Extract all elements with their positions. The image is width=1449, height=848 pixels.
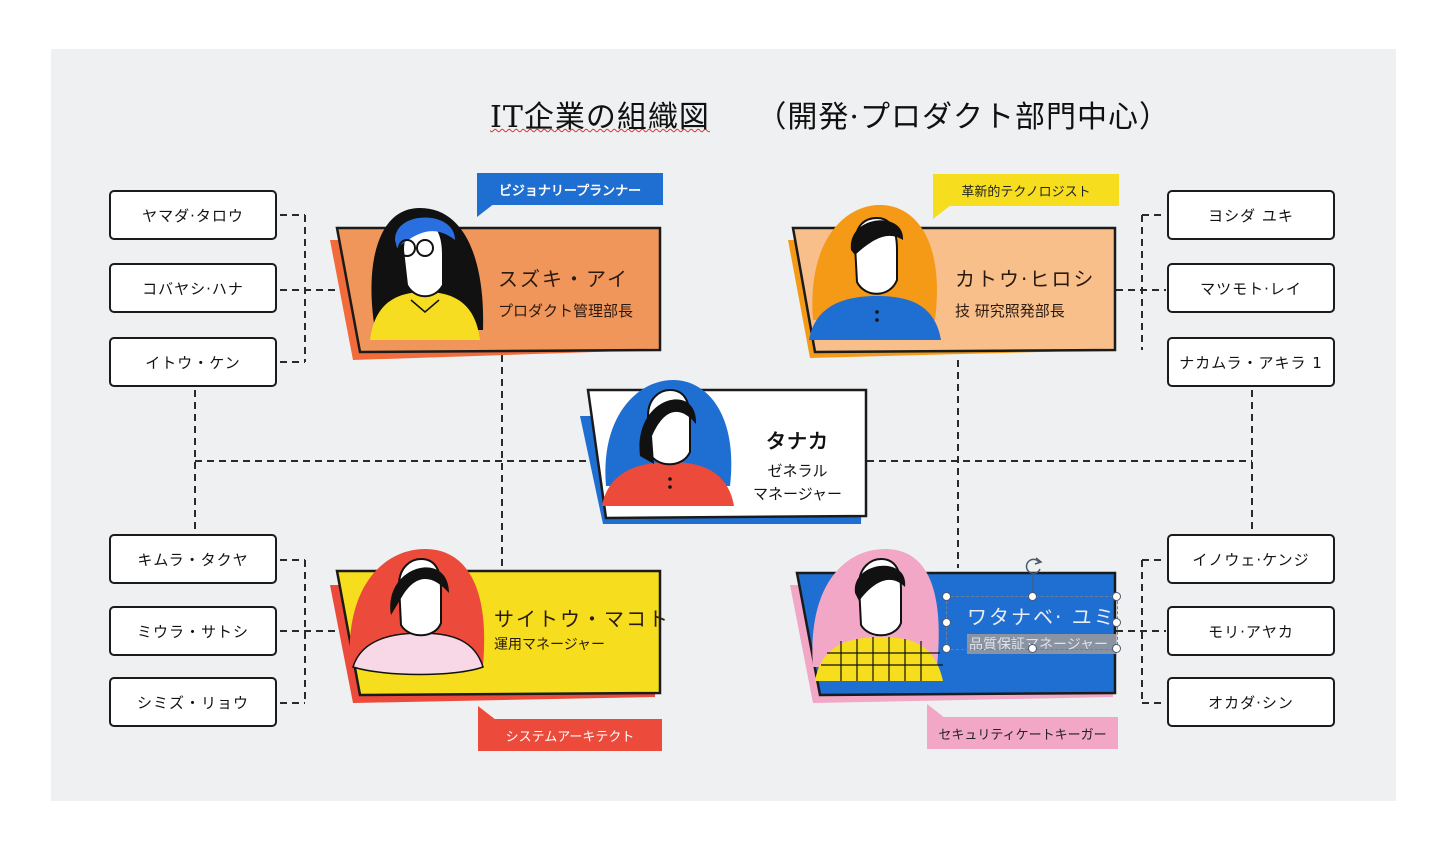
manager-role: プロダクト管理部長 [498, 302, 634, 320]
page-title: IT企業の組織図 （開発·プロダクト部門中心） [490, 92, 1170, 136]
text-selection-box[interactable] [946, 596, 1118, 650]
manager-name: スズキ・アイ [498, 267, 629, 291]
center-role-2: マネージャー [753, 485, 842, 503]
manager-card-bottom-right[interactable] [785, 545, 1130, 710]
member-name: イトウ・ケン [145, 353, 241, 372]
manager-card-top-left[interactable] [325, 200, 670, 365]
manager-role: 技 研究照発部長 [955, 302, 1065, 320]
member-box-top-left-3[interactable]: イトウ・ケン [109, 337, 277, 387]
manager-name: ワタナベ· ユミ [967, 605, 1116, 629]
tag-top-left: ビジョナリープランナー [477, 173, 663, 205]
tag-tail [477, 203, 495, 217]
member-box-bottom-left-1[interactable]: キムラ・タクヤ [109, 534, 277, 584]
manager-text-top-left: スズキ・アイ プロダクト管理部長 [498, 263, 633, 321]
member-box-top-right-2[interactable]: マツモト·レイ [1167, 263, 1335, 313]
resize-handle[interactable] [1028, 592, 1037, 601]
member-box-bottom-right-1[interactable]: イノウェ·ケンジ [1167, 534, 1335, 584]
title-sub: （開発·プロダクト部門中心） [756, 100, 1170, 135]
member-name: シミズ・リョウ [136, 693, 249, 712]
member-box-top-right-3[interactable]: ナカムラ・アキラ 1 [1167, 337, 1335, 387]
tag-top-right: 革新的テクノロジスト [933, 174, 1119, 206]
center-role-1: ゼネラル [767, 462, 828, 480]
manager-name: カトウ·ヒロシ [955, 267, 1096, 291]
member-name: ヨシダ ユキ [1208, 206, 1294, 225]
manager-name: サイトウ・マコト [494, 607, 670, 631]
tag-label: セキュリティケートキーガー [938, 727, 1107, 743]
member-name: キムラ・タクヤ [137, 550, 249, 569]
member-box-top-left-2[interactable]: コバヤシ·ハナ [109, 263, 277, 313]
resize-handle[interactable] [942, 592, 951, 601]
member-name: コバヤシ·ハナ [142, 279, 244, 298]
resize-handle[interactable] [1028, 644, 1037, 653]
resize-handle[interactable] [1112, 592, 1121, 601]
member-box-bottom-right-3[interactable]: オカダ·シン [1167, 677, 1335, 727]
member-name: モリ·アヤカ [1208, 622, 1294, 641]
avatar-center [602, 380, 734, 506]
tag-tail [933, 205, 951, 219]
member-box-top-left-1[interactable]: ヤマダ·タロウ [109, 190, 277, 240]
manager-card-center[interactable] [578, 376, 873, 528]
member-box-bottom-left-3[interactable]: シミズ・リョウ [109, 677, 277, 727]
resize-handle[interactable] [942, 618, 951, 627]
member-box-top-right-1[interactable]: ヨシダ ユキ [1167, 190, 1335, 240]
rotate-handle-icon[interactable] [1020, 553, 1046, 593]
center-name: タナカ [766, 429, 829, 453]
avatar-top-right [809, 205, 941, 340]
manager-text-bottom-left: サイトウ・マコト 運用マネージャー [494, 603, 670, 654]
tag-bottom-left: システムアーキテクト [478, 719, 662, 751]
tag-label: 革新的テクノロジスト [961, 184, 1091, 200]
member-name: マツモト·レイ [1200, 279, 1302, 298]
resize-handle[interactable] [1112, 644, 1121, 653]
center-text: タナカ ゼネラル マネージャー [740, 425, 855, 504]
avatar-bottom-left [349, 549, 485, 676]
avatar-bottom-right [812, 549, 943, 681]
manager-text-top-right: カトウ·ヒロシ 技 研究照発部長 [955, 263, 1095, 321]
member-name: ミウラ・サトシ [136, 622, 249, 641]
manager-card-bottom-left[interactable] [325, 545, 670, 710]
avatar-top-left [370, 208, 484, 340]
resize-handle[interactable] [1112, 618, 1121, 627]
member-name: ヤマダ·タロウ [142, 206, 244, 225]
tag-label: ビジョナリープランナー [498, 183, 642, 199]
tag-tail [478, 706, 496, 720]
member-name: オカダ·シン [1208, 693, 1294, 712]
member-name: イノウェ·ケンジ [1192, 550, 1310, 569]
manager-role: 運用マネージャー [494, 637, 606, 653]
member-box-bottom-left-2[interactable]: ミウラ・サトシ [109, 606, 277, 656]
resize-handle[interactable] [942, 644, 951, 653]
tag-bottom-right: セキュリティケートキーガー [927, 717, 1118, 749]
member-box-bottom-right-2[interactable]: モリ·アヤカ [1167, 606, 1335, 656]
title-main: IT企業の組織図 [490, 100, 710, 135]
member-name: ナカムラ・アキラ 1 [1179, 353, 1323, 372]
tag-label: システムアーキテクト [505, 729, 635, 745]
manager-card-top-right[interactable] [785, 200, 1130, 365]
tag-tail [927, 704, 945, 718]
